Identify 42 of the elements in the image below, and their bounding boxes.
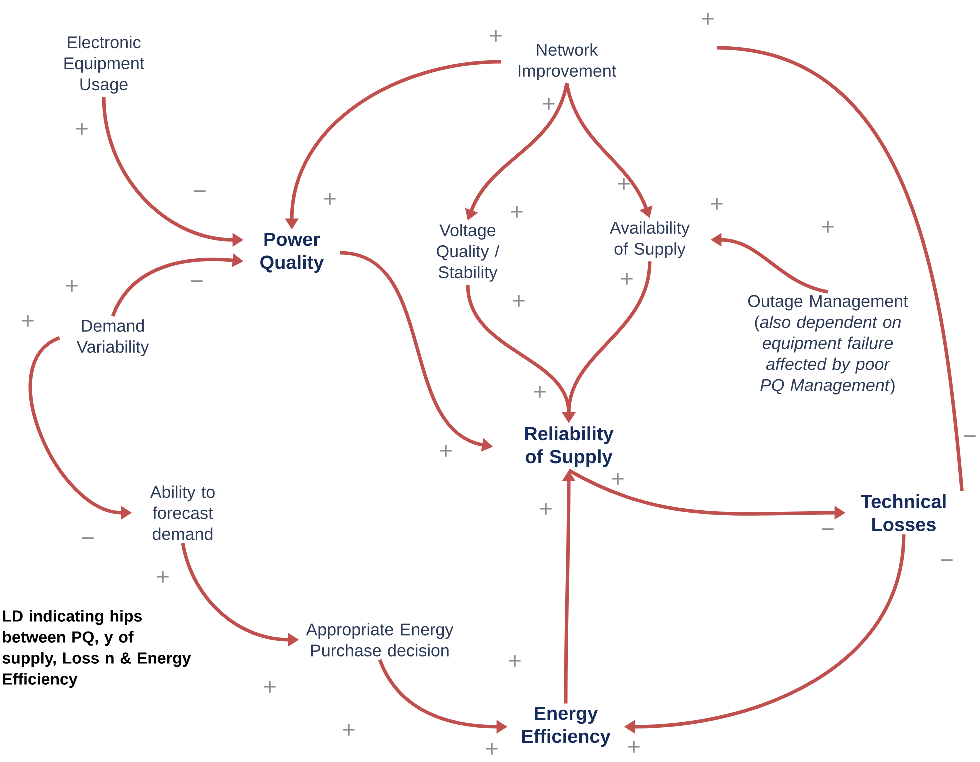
polarity-sign: + — [822, 221, 834, 233]
variable-text: Technical Losses — [861, 494, 946, 532]
polarity-sign: + — [343, 724, 355, 736]
polarity-sign: + — [66, 280, 78, 292]
variable-text: Voltage Quality / Stability — [437, 224, 500, 282]
polarity-sign: − — [194, 190, 206, 192]
polarity-sign: + — [540, 503, 552, 515]
polarity-sign: − — [964, 436, 976, 438]
polarity-sign: + — [534, 386, 546, 398]
polarity-sign: + — [711, 198, 723, 210]
polarity-sign: + — [324, 193, 336, 205]
polarity-sign: + — [628, 741, 640, 753]
polarity-sign: + — [511, 206, 523, 218]
polarity-sign: + — [543, 98, 555, 110]
polarity-sign: + — [509, 655, 521, 667]
polarity-sign: + — [621, 273, 633, 285]
variable-text: Energy Efficiency — [522, 707, 611, 747]
polarity-sign: + — [486, 743, 498, 755]
variable-text: Demand Variability — [76, 320, 150, 356]
polarity-sign: + — [702, 13, 714, 25]
polarity-sign: − — [941, 560, 953, 562]
variable-text: Reliability of Supply — [525, 426, 614, 468]
caption: LD indicating hips between PQ, y of supply, Loss n & Energy Efficiency — [2, 610, 192, 688]
polarity-sign: + — [157, 571, 169, 583]
polarity-sign: + — [612, 473, 624, 485]
polarity-sign: + — [513, 295, 525, 307]
variable-text: Outage Management (also dependent on equipment failure affected by poor PQ Management) — [748, 295, 908, 395]
variable-text: Appropriate Energy Purchase decision — [306, 623, 454, 657]
polarity-sign: + — [618, 178, 630, 190]
polarity-sign: − — [82, 538, 94, 540]
variable-text: Ability to forecast demand — [150, 486, 215, 540]
variable-text: Network Improvement — [518, 44, 616, 80]
polarity-sign: + — [264, 681, 276, 693]
polarity-sign: − — [822, 528, 834, 530]
polarity-sign: + — [76, 123, 88, 135]
polarity-sign: + — [22, 315, 34, 327]
polarity-sign: − — [191, 280, 203, 282]
polarity-sign: + — [490, 30, 502, 42]
variable-text: Power Quality — [260, 233, 324, 273]
variable-text: Electronic Equipment Usage — [64, 36, 144, 94]
variable-text: Availability of Supply — [610, 222, 690, 258]
polarity-sign: + — [440, 445, 452, 457]
